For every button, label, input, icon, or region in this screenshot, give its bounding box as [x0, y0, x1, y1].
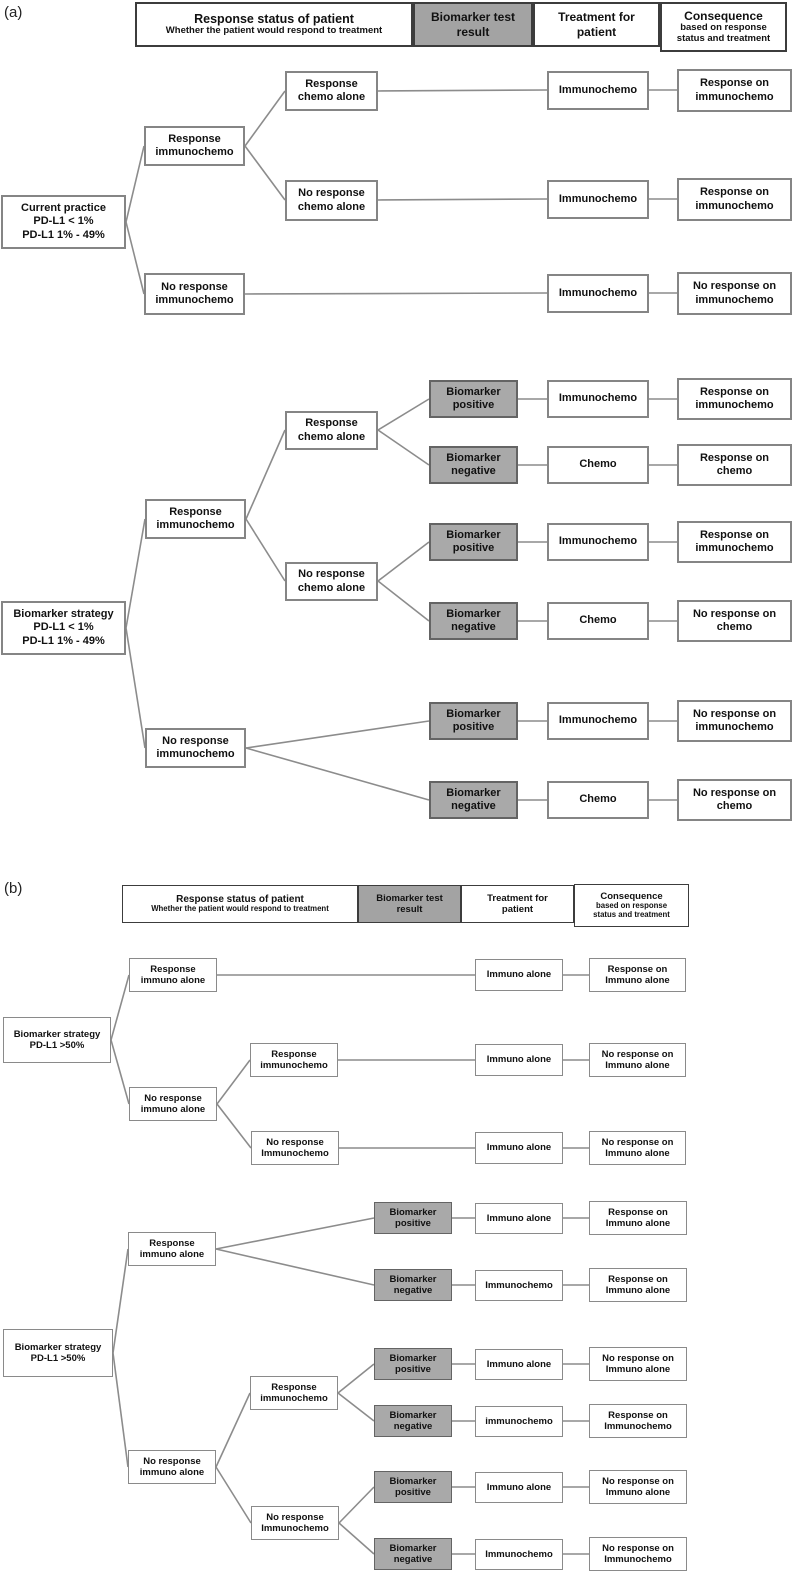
panel-a-label: (a): [4, 4, 23, 21]
node-b2-treatment-3: Immuno alone: [475, 1349, 563, 1380]
node-a2-no-response-chemo-alone: No response chemo alone: [285, 562, 378, 601]
node-a2-consequence-1: Response on immunochemo: [677, 378, 792, 420]
node-b1-root: Biomarker strategy PD-L1 >50%: [3, 1017, 111, 1063]
node-b2-biomarker-1: Biomarker positive: [374, 1202, 452, 1234]
header-a-col-consequence: Consequence based on response status and…: [660, 2, 787, 52]
node-a2-biomarker-1: Biomarker positive: [429, 380, 518, 418]
header-b-response-status-sub: Whether the patient would respond to tre…: [151, 904, 329, 914]
node-a1-consequence-1: Response on immunochemo: [677, 69, 792, 112]
node-a2-consequence-5: No response on immunochemo: [677, 700, 792, 742]
node-b1-consequence-2: No response on Immuno alone: [589, 1043, 686, 1077]
node-b2-biomarker-3: Biomarker positive: [374, 1348, 452, 1380]
header-b-col-response-status: Response status of patient Whether the p…: [122, 885, 358, 923]
node-b2-response-immuno-alone: Response immuno alone: [128, 1232, 216, 1266]
node-b2-consequence-4: Response on Immunochemo: [589, 1404, 687, 1438]
node-b2-consequence-6: No response on Immunochemo: [589, 1537, 687, 1571]
node-a2-root: Biomarker strategy PD-L1 < 1% PD-L1 1% -…: [1, 601, 126, 655]
node-b1-response-immunochemo: Response immunochemo: [250, 1043, 338, 1077]
node-b2-consequence-3: No response on Immuno alone: [589, 1347, 687, 1381]
header-b-consequence-title: Consequence: [600, 890, 663, 902]
node-b2-root: Biomarker strategy PD-L1 >50%: [3, 1329, 113, 1377]
header-a-col-treatment: Treatment for patient: [533, 2, 660, 47]
node-b1-treatment-3: Immuno alone: [475, 1132, 563, 1164]
node-a1-response-immunochemo: Response immunochemo: [144, 126, 245, 166]
node-b2-biomarker-2: Biomarker negative: [374, 1269, 452, 1301]
node-b2-treatment-4: immunochemo: [475, 1406, 563, 1437]
node-b2-biomarker-5: Biomarker positive: [374, 1471, 452, 1503]
header-b-consequence-sub: based on response status and treatment: [593, 901, 670, 920]
node-b2-consequence-1: Response on Immuno alone: [589, 1201, 687, 1235]
header-a-consequence-sub: based on response status and treatment: [676, 22, 771, 45]
node-b1-consequence-3: No response on Immuno alone: [589, 1131, 686, 1165]
panel-b-label: (b): [4, 880, 23, 897]
node-b1-consequence-1: Response on Immuno alone: [589, 958, 686, 992]
node-a2-consequence-3: Response on immunochemo: [677, 521, 792, 563]
node-a2-biomarker-6: Biomarker negative: [429, 781, 518, 819]
header-b-col-biomarker: Biomarker test result: [358, 885, 461, 923]
node-b2-response-immunochemo: Response immunochemo: [250, 1376, 338, 1410]
header-a-response-status-sub: Whether the patient would respond to tre…: [165, 25, 383, 37]
node-b1-treatment-2: Immuno alone: [475, 1044, 563, 1076]
node-a1-no-response-chemo-alone: No response chemo alone: [285, 180, 378, 221]
node-a2-treatment-5: Immunochemo: [547, 702, 649, 740]
node-b2-treatment-5: Immuno alone: [475, 1472, 563, 1503]
node-a2-treatment-4: Chemo: [547, 602, 649, 640]
header-a-col-biomarker: Biomarker test result: [413, 2, 533, 47]
node-a2-treatment-6: Chemo: [547, 781, 649, 819]
node-b2-treatment-2: Immunochemo: [475, 1270, 563, 1301]
node-a1-no-response-immunochemo: No response immunochemo: [144, 273, 245, 315]
node-a1-consequence-2: Response on immunochemo: [677, 178, 792, 221]
node-a2-treatment-3: Immunochemo: [547, 523, 649, 561]
node-b2-biomarker-6: Biomarker negative: [374, 1538, 452, 1570]
node-b2-biomarker-4: Biomarker negative: [374, 1405, 452, 1437]
header-b-response-status-title: Response status of patient: [176, 893, 304, 905]
node-a2-consequence-6: No response on chemo: [677, 779, 792, 821]
node-a2-response-immunochemo: Response immunochemo: [145, 499, 246, 539]
node-b1-no-response-immuno-alone: No response immuno alone: [129, 1087, 217, 1121]
node-a2-treatment-1: Immunochemo: [547, 380, 649, 418]
node-a2-biomarker-5: Biomarker positive: [429, 702, 518, 740]
node-b2-treatment-1: Immuno alone: [475, 1203, 563, 1234]
node-a1-root: Current practice PD-L1 < 1% PD-L1 1% - 4…: [1, 195, 126, 249]
node-a2-biomarker-3: Biomarker positive: [429, 523, 518, 561]
header-a-col-response-status: Response status of patient Whether the p…: [135, 2, 413, 47]
node-a2-response-chemo-alone: Response chemo alone: [285, 411, 378, 450]
header-b-col-consequence: Consequence based on response status and…: [574, 884, 689, 927]
node-b2-consequence-5: No response on Immuno alone: [589, 1470, 687, 1504]
node-b1-response-immuno-alone: Response immuno alone: [129, 958, 217, 992]
node-b1-treatment-1: Immuno alone: [475, 959, 563, 991]
header-a-consequence-title: Consequence: [684, 8, 763, 23]
node-a1-response-chemo-alone: Response chemo alone: [285, 71, 378, 111]
node-a2-consequence-2: Response on chemo: [677, 444, 792, 486]
node-a2-treatment-2: Chemo: [547, 446, 649, 484]
node-a2-no-response-immunochemo: No response immunochemo: [145, 728, 246, 768]
node-a1-consequence-3: No response on immunochemo: [677, 272, 792, 315]
node-b2-no-response-immunochemo: No response Immunochemo: [251, 1506, 339, 1540]
header-a-response-status-title: Response status of patient: [194, 11, 354, 26]
node-b2-consequence-2: Response on Immuno alone: [589, 1268, 687, 1302]
node-a2-biomarker-4: Biomarker negative: [429, 602, 518, 640]
node-a2-biomarker-2: Biomarker negative: [429, 446, 518, 484]
node-a1-treatment-2: Immunochemo: [547, 180, 649, 219]
node-a2-consequence-4: No response on chemo: [677, 600, 792, 642]
node-a1-treatment-3: Immunochemo: [547, 274, 649, 313]
node-b2-no-response-immuno-alone: No response immuno alone: [128, 1450, 216, 1484]
node-b1-no-response-immunochemo: No response Immunochemo: [251, 1131, 339, 1165]
node-a1-treatment-1: Immunochemo: [547, 71, 649, 110]
node-b2-treatment-6: Immunochemo: [475, 1539, 563, 1570]
header-b-col-treatment: Treatment for patient: [461, 885, 574, 923]
